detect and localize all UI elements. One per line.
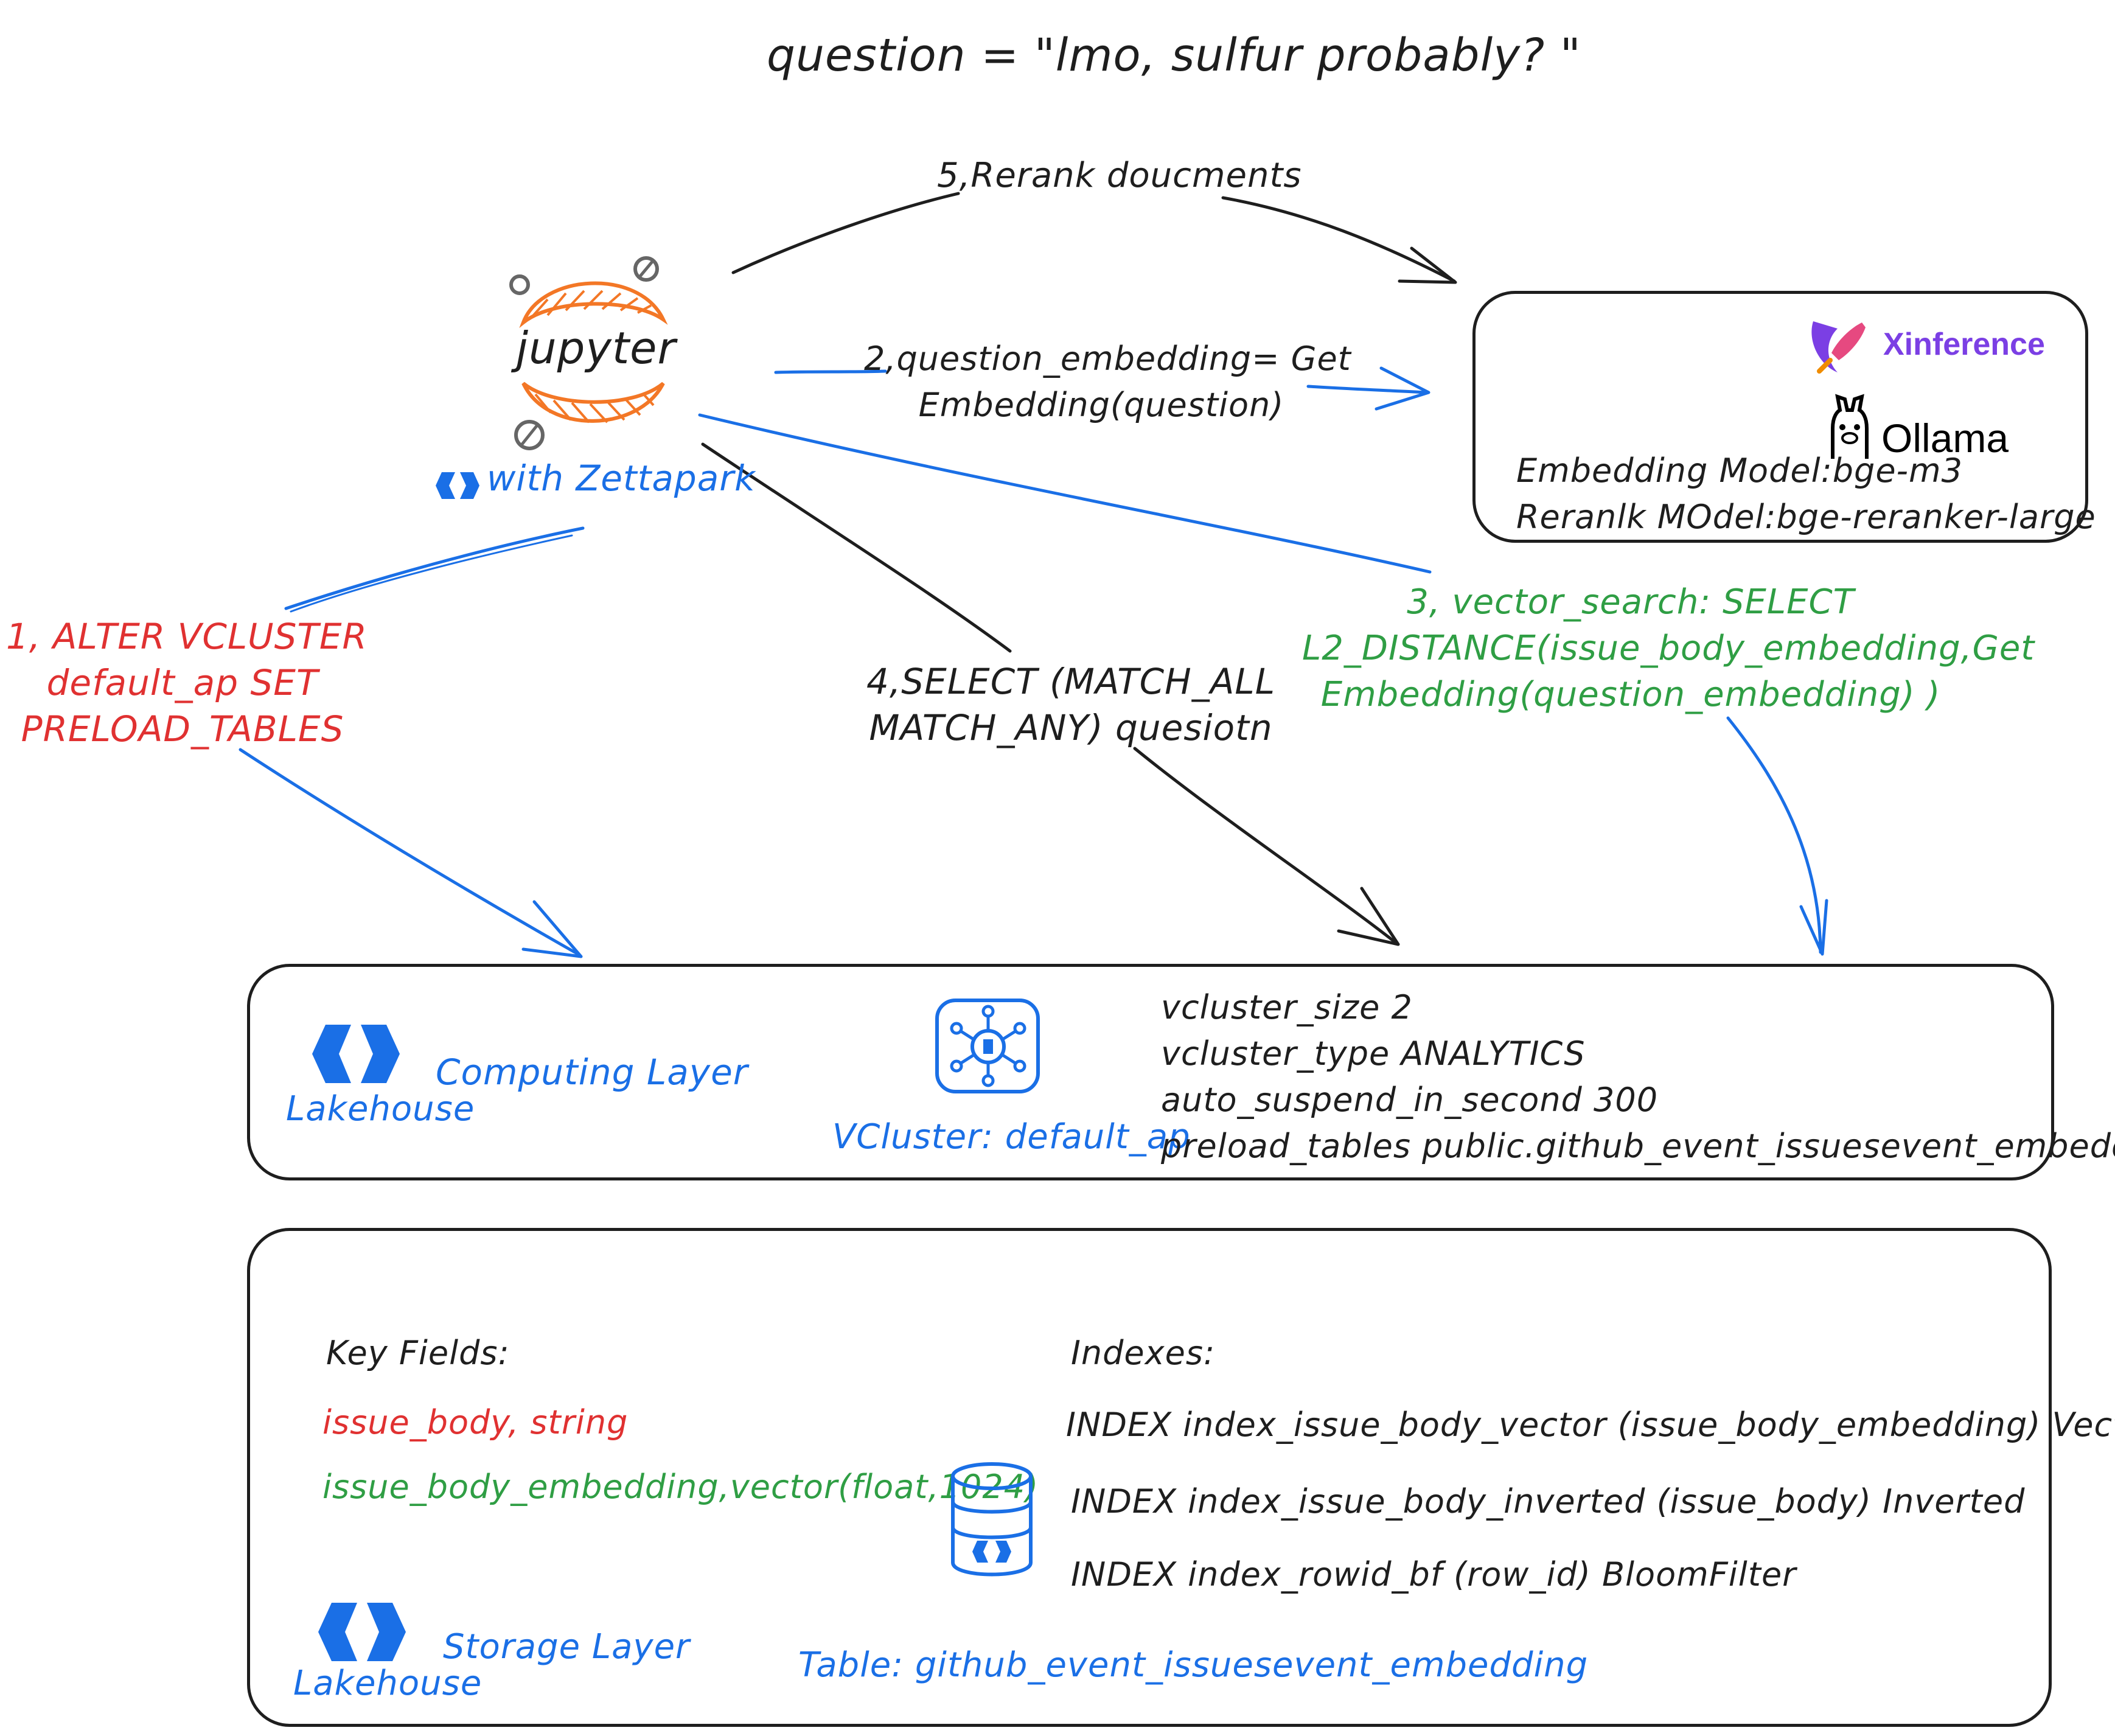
arrow-step5-right: [1221, 196, 1456, 283]
arrow-step3-top: [698, 413, 1432, 574]
field-issue-body: issue_body, string: [322, 1403, 629, 1441]
jupyter-logo-icon: [509, 256, 668, 450]
arrow-step5-head: [1398, 246, 1457, 284]
step3-line-2: L2_DISTANCE(issue_body_embedding,Get: [1302, 629, 2035, 668]
arrow-step5-left: [731, 192, 960, 274]
storage-layer-label: Storage Layer: [443, 1627, 691, 1667]
vcluster-icon: [935, 999, 1040, 1093]
model-server-box: [1472, 291, 2088, 543]
arrow-step4-bottom: [1133, 747, 1398, 945]
step2-label: 2,question_embedding= Get Embedding(ques…: [864, 336, 1351, 428]
step4-line-2: MATCH_ANY) quesiotn: [869, 707, 1273, 748]
step1-line-3: PRELOAD_TABLES: [21, 708, 344, 750]
computing-layer-box: [247, 964, 2054, 1180]
arrow-step4-top: [701, 442, 1012, 653]
table-label: Table: github_event_issuesevent_embeddin…: [798, 1645, 1589, 1685]
arrow-step2-head: [1375, 366, 1430, 411]
arrow-step2-left: [774, 369, 887, 374]
lakehouse-logo-icon: [318, 1603, 406, 1661]
arrow-step1-top: [284, 526, 585, 610]
with-zettapark-label: with Zettapark: [487, 458, 756, 499]
storage-layer-box: [247, 1228, 2052, 1727]
index-bloomfilter: INDEX index_rowid_bf (row_id) BloomFilte…: [1071, 1555, 1797, 1594]
step3-line-1: 3, vector_search: SELECT: [1407, 582, 1855, 622]
step2-line-1: 2,question_embedding= Get: [864, 340, 1351, 378]
question-title: question = "lmo, sulfur probably? ": [767, 29, 1581, 82]
storage-lakehouse-label: Lakehouse: [293, 1664, 483, 1703]
step3-label: 3, vector_search: SELECT L2_DISTANCE(iss…: [1302, 579, 2035, 718]
step4-line-1: 4,SELECT (MATCH_ALL: [866, 661, 1276, 702]
key-fields-title: Key Fields:: [326, 1334, 510, 1372]
ollama-logo-icon: [1831, 394, 1869, 459]
vcluster-prop-size: vcluster_size 2: [1161, 988, 1413, 1027]
vcluster-prop-preload: preload_tables public.github_event_issue…: [1161, 1127, 2115, 1165]
lakehouse-logo-icon: [312, 1025, 400, 1083]
arrow-step1-bottom: [239, 748, 580, 956]
arrow-step1-top2: [290, 534, 573, 613]
rerank-model-label: Reranlk MOdel:bge-reranker-large: [1516, 498, 2096, 536]
step1-label: 1, ALTER VCLUSTER default_ap SET PRELOAD…: [6, 613, 368, 752]
computing-lakehouse-label: Lakehouse: [286, 1089, 475, 1129]
vcluster-label: VCluster: default_ap: [832, 1117, 1191, 1157]
vcluster-props: vcluster_size 2 vcluster_type ANALYTICS …: [1161, 985, 2115, 1170]
step1-line-2: default_ap SET: [46, 662, 319, 703]
arrow-step4-head: [1337, 887, 1400, 946]
arrow-step1-head: [521, 900, 583, 958]
jupyter-label: jupyter: [516, 322, 677, 374]
field-issue-body-embedding: issue_body_embedding,vector(float,1024): [322, 1468, 1039, 1506]
xinference-logo-icon: [1811, 321, 1866, 374]
indexes-title: Indexes:: [1071, 1334, 1216, 1372]
step3-line-3: Embedding(question_embedding) ): [1320, 675, 1941, 714]
vcluster-prop-type: vcluster_type ANALYTICS: [1161, 1034, 1586, 1073]
arrow-step3-head: [1799, 899, 1828, 956]
index-vector: INDEX index_issue_body_vector (issue_bod…: [1066, 1406, 2115, 1444]
xinference-label: Xinference: [1883, 327, 2045, 362]
vcluster-prop-suspend: auto_suspend_in_second 300: [1161, 1081, 1659, 1119]
zettapark-logo-icon: [436, 472, 479, 499]
arrow-step2-right: [1306, 385, 1429, 394]
step2-line-2: Embedding(question): [918, 386, 1284, 424]
step5-label: 5,Rerank doucments: [937, 156, 1302, 195]
index-inverted: INDEX index_issue_body_inverted (issue_b…: [1071, 1482, 2026, 1521]
database-icon: [951, 1462, 1033, 1577]
arrow-step3-bottom: [1726, 716, 1822, 954]
ollama-label: Ollama: [1881, 416, 2009, 461]
embedding-model-label: Embedding Model:bge-m3: [1516, 451, 1963, 490]
step1-line-1: 1, ALTER VCLUSTER: [6, 616, 368, 657]
computing-layer-label: Computing Layer: [436, 1051, 748, 1093]
step4-label: 4,SELECT (MATCH_ALL MATCH_ANY) quesiotn: [858, 658, 1284, 751]
